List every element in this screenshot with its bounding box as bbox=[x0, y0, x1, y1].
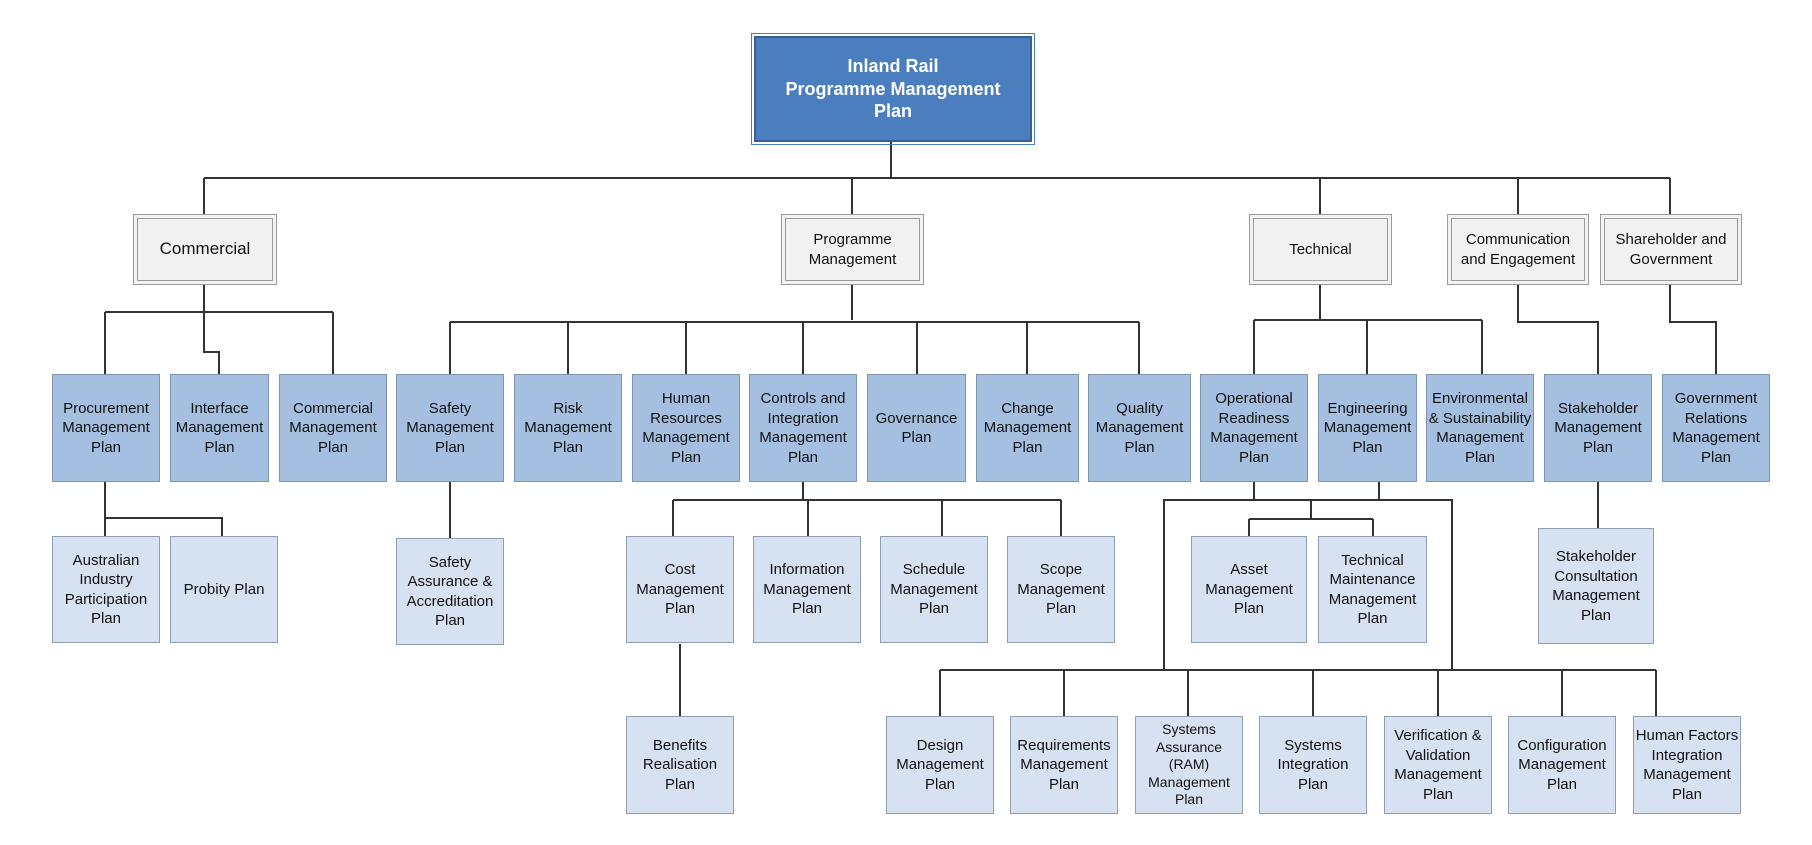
subplan-information[interactable]: Information Management Plan bbox=[753, 536, 861, 643]
category-commercial[interactable]: Commercial bbox=[133, 214, 277, 285]
plan-stakeholder[interactable]: Stakeholder Management Plan bbox=[1544, 374, 1652, 482]
connector-procurement bbox=[104, 482, 223, 536]
plan-change[interactable]: Change Management Plan bbox=[976, 374, 1079, 482]
plan-operational-readiness[interactable]: Operational Readiness Management Plan bbox=[1200, 374, 1308, 482]
category-programme-management[interactable]: Programme Management bbox=[781, 214, 924, 285]
category-technical[interactable]: Technical bbox=[1249, 214, 1392, 285]
subplan-stakeholder-consultation[interactable]: Stakeholder Consultation Management Plan bbox=[1538, 528, 1654, 644]
subplan-design[interactable]: Design Management Plan bbox=[886, 716, 994, 814]
plan-engineering[interactable]: Engineering Management Plan bbox=[1318, 374, 1417, 482]
category-communication-engagement[interactable]: Communication and Engagement bbox=[1447, 214, 1589, 285]
subplan-safety-assurance-accreditation[interactable]: Safety Assurance & Accreditation Plan bbox=[396, 538, 504, 645]
plan-interface[interactable]: Interface Management Plan bbox=[170, 374, 269, 482]
plan-governance[interactable]: Governance Plan bbox=[867, 374, 966, 482]
connector-asset bbox=[1248, 500, 1374, 536]
connector-technical bbox=[1253, 285, 1483, 374]
plan-human-resources[interactable]: Human Resources Management Plan bbox=[632, 374, 740, 482]
connector-communication bbox=[1517, 285, 1599, 374]
plan-safety[interactable]: Safety Management Plan bbox=[396, 374, 504, 482]
category-shareholder-government[interactable]: Shareholder and Government bbox=[1600, 214, 1742, 285]
subplan-asset[interactable]: Asset Management Plan bbox=[1191, 536, 1307, 643]
subplan-systems-assurance-ram[interactable]: Systems Assurance (RAM) Management Plan bbox=[1135, 716, 1243, 814]
subplan-schedule[interactable]: Schedule Management Plan bbox=[880, 536, 988, 643]
subplan-human-factors-integration[interactable]: Human Factors Integration Management Pla… bbox=[1633, 716, 1741, 814]
connector-shareholder bbox=[1669, 285, 1717, 374]
plan-procurement[interactable]: Procurement Management Plan bbox=[52, 374, 160, 482]
plan-environmental-sustainability[interactable]: Environmental & Sustainability Managemen… bbox=[1426, 374, 1534, 482]
subplan-benefits-realisation[interactable]: Benefits Realisation Plan bbox=[626, 716, 734, 814]
subplan-verification-validation[interactable]: Verification & Validation Management Pla… bbox=[1384, 716, 1492, 814]
subplan-probity[interactable]: Probity Plan bbox=[170, 536, 278, 643]
plan-commercial-management[interactable]: Commercial Management Plan bbox=[279, 374, 387, 482]
subplan-requirements[interactable]: Requirements Management Plan bbox=[1010, 716, 1118, 814]
connector-engineering-row bbox=[939, 669, 1657, 716]
connector-programme bbox=[449, 285, 1140, 374]
plan-quality[interactable]: Quality Management Plan bbox=[1088, 374, 1191, 482]
root-node[interactable]: Inland Rail Programme Management Plan bbox=[751, 33, 1035, 145]
plan-controls-integration[interactable]: Controls and Integration Management Plan bbox=[749, 374, 857, 482]
subplan-systems-integration[interactable]: Systems Integration Plan bbox=[1259, 716, 1367, 814]
subplan-technical-maintenance[interactable]: Technical Maintenance Management Plan bbox=[1318, 536, 1427, 643]
subplan-cost[interactable]: Cost Management Plan bbox=[626, 536, 734, 643]
plan-risk[interactable]: Risk Management Plan bbox=[514, 374, 622, 482]
plan-government-relations[interactable]: Government Relations Management Plan bbox=[1662, 374, 1770, 482]
connector-commercial bbox=[104, 285, 334, 374]
connector-root-categories bbox=[203, 142, 1671, 214]
subplan-scope[interactable]: Scope Management Plan bbox=[1007, 536, 1115, 643]
subplan-australian-industry-participation[interactable]: Australian Industry Participation Plan bbox=[52, 536, 160, 643]
connector-controls bbox=[672, 482, 1062, 536]
subplan-configuration[interactable]: Configuration Management Plan bbox=[1508, 716, 1616, 814]
